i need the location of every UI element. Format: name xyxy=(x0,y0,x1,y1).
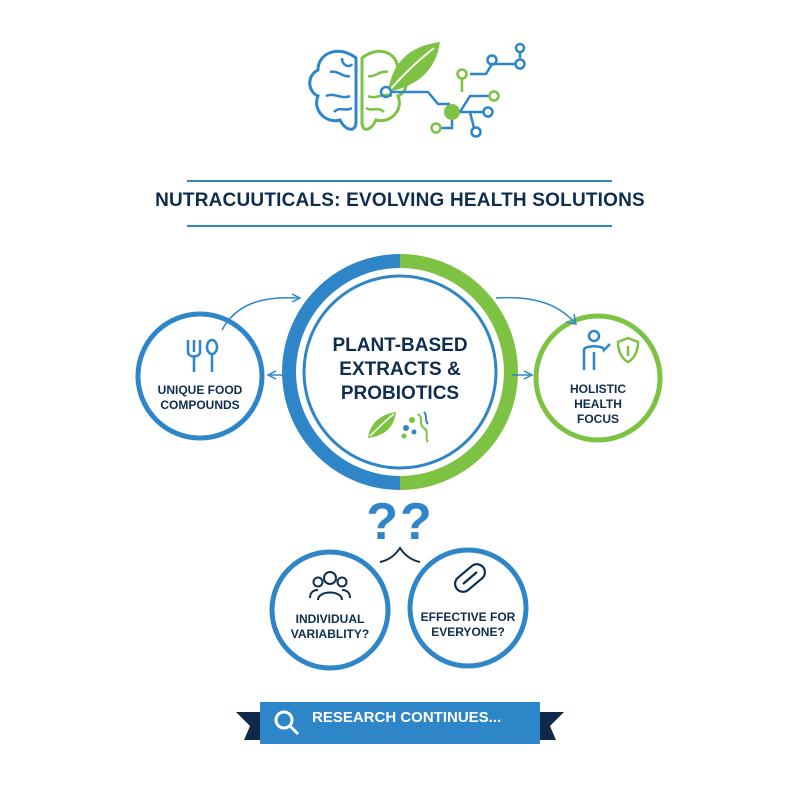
bottom-right-line1: EFFECTIVE FOR xyxy=(420,610,516,624)
left-node-line1: UNIQUE FOOD xyxy=(157,383,243,397)
page-title: NUTRACUUTICALS: EVOLVING HEALTH SOLUTION… xyxy=(155,190,645,211)
bottom-left-circle xyxy=(269,549,391,671)
center-label-line1: PLANT-BASED xyxy=(332,335,468,356)
right-node-line2: HEALTH xyxy=(574,397,622,411)
center-label-line3: PROBIOTICS xyxy=(340,382,460,404)
right-node-line1: HOLISTIC xyxy=(570,382,626,396)
left-node-circle xyxy=(135,311,265,441)
fork-spoon-icon xyxy=(186,338,219,372)
bottom-right-circle xyxy=(407,547,529,669)
left-node-line2: COMPOUNDS xyxy=(160,398,240,412)
bottom-left-line1: INDIVIDUAL xyxy=(295,612,365,626)
flow-arrows xyxy=(221,293,577,380)
banner-text: RESEARCH CONTINUES... xyxy=(312,709,502,726)
center-label: PLANT-BASED EXTRACTS & PROBIOTICS xyxy=(308,334,492,405)
bottom-right-label: EFFECTIVE FOR EVERYONE? xyxy=(414,610,522,640)
leaf-probiotic-icon xyxy=(368,411,429,443)
brain-circuit-logo xyxy=(308,42,526,138)
capsule-icon xyxy=(454,563,486,593)
central-ring xyxy=(282,254,518,490)
question-marks: ?? xyxy=(366,493,434,551)
question-connector xyxy=(379,546,421,563)
bottom-right-line2: EVERYONE? xyxy=(431,625,505,639)
left-node-label: UNIQUE FOOD COMPOUNDS xyxy=(145,383,255,413)
bottom-left-line2: VARIABLITY? xyxy=(290,627,370,641)
bottom-left-label: INDIVIDUAL VARIABLITY? xyxy=(278,612,382,642)
magnifier-icon xyxy=(274,710,300,736)
research-banner xyxy=(236,702,564,744)
people-group-icon xyxy=(309,571,351,601)
right-node-line3: FOCUS xyxy=(577,412,619,426)
center-label-line2: EXTRACTS & xyxy=(339,358,461,380)
right-node-label: HOLISTIC HEALTH FOCUS xyxy=(548,382,648,427)
person-shield-icon xyxy=(582,329,640,370)
